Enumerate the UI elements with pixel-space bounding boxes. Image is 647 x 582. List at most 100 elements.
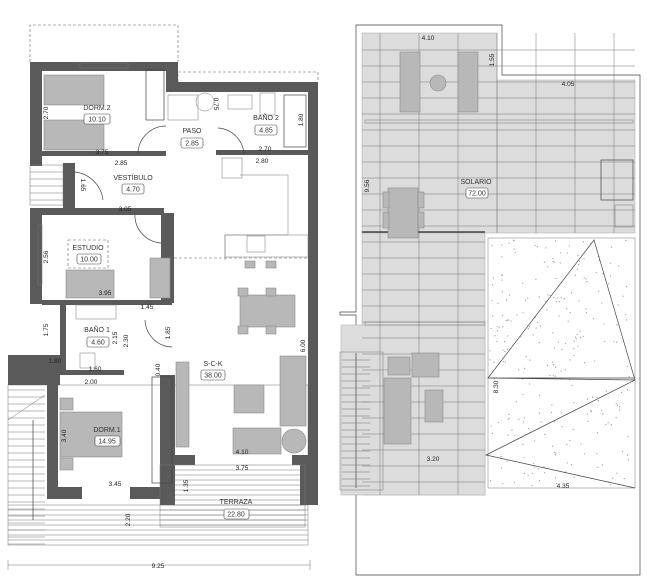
gravel-dot — [555, 452, 557, 454]
svg-text:0.40: 0.40 — [155, 363, 162, 376]
gravel-dot — [552, 445, 554, 447]
svg-text:4.05: 4.05 — [562, 81, 575, 88]
gravel-dot — [566, 308, 568, 310]
gravel-dot — [544, 433, 546, 436]
gravel-dot — [544, 300, 547, 303]
gravel-dot — [557, 341, 559, 343]
gravel-dot — [566, 443, 568, 445]
gravel-dot — [501, 256, 503, 258]
gravel-dot — [573, 354, 575, 356]
svg-text:1.55: 1.55 — [489, 53, 496, 66]
gravel-dot — [497, 302, 499, 304]
gravel-dot — [573, 340, 575, 342]
gravel-dot — [494, 335, 496, 337]
gravel-dot — [626, 365, 628, 368]
gravel-dot — [609, 275, 612, 277]
gravel-dot — [609, 484, 611, 486]
gravel-dot — [626, 285, 628, 288]
gravel-dot — [595, 271, 597, 274]
gravel-dot — [535, 278, 537, 280]
svg-text:2.85: 2.85 — [115, 160, 128, 167]
svg-text:DORM.2: DORM.2 — [83, 105, 110, 112]
gravel-dot — [553, 261, 556, 263]
svg-text:1.35: 1.35 — [183, 479, 190, 492]
gravel-dot — [625, 314, 627, 316]
svg-text:2.00: 2.00 — [85, 379, 98, 386]
svg-text:2.20: 2.20 — [125, 513, 132, 526]
gravel-dot — [527, 297, 529, 299]
gravel-dot — [569, 439, 571, 442]
gravel-dot — [616, 404, 618, 406]
svg-text:2.80: 2.80 — [256, 158, 269, 165]
gravel-dot — [616, 324, 618, 326]
gravel-dot — [492, 277, 495, 279]
gravel-dot — [567, 320, 569, 322]
gravel-dot — [537, 321, 539, 324]
gravel-dot — [615, 416, 617, 419]
gravel-dot — [578, 263, 580, 266]
gravel-dot — [622, 295, 624, 297]
gravel-dot — [619, 406, 621, 408]
gravel-dot — [616, 472, 618, 474]
gravel-dot — [586, 398, 588, 400]
svg-text:4.60: 4.60 — [91, 340, 105, 347]
gravel-dot — [552, 374, 554, 376]
gravel-dot — [552, 257, 554, 260]
gravel-dot — [506, 460, 508, 462]
gravel-dot — [500, 456, 502, 458]
svg-text:2.56: 2.56 — [43, 250, 50, 263]
gravel-dot — [490, 425, 492, 427]
gravel-dot — [521, 378, 524, 380]
gravel-dot — [566, 462, 568, 464]
gravel-dot — [566, 252, 568, 254]
gravel-dot — [505, 299, 508, 301]
gravel-dot — [564, 369, 567, 371]
svg-text:1.80: 1.80 — [298, 113, 305, 126]
dimension-labels: 2.70 3.75 0.75 1.80 2.70 2.80 2.85 1.65 … — [43, 35, 575, 570]
gravel-dot — [500, 467, 502, 469]
gravel-dot — [531, 485, 533, 487]
gravel-dot — [532, 334, 534, 336]
gravel-dot — [515, 401, 517, 403]
gravel-dot — [560, 412, 562, 414]
gravel-dot — [504, 350, 506, 353]
gravel-dot — [601, 302, 603, 304]
gravel-dot — [577, 254, 579, 257]
gravel-dot — [579, 330, 581, 332]
gravel-dot — [554, 477, 557, 479]
gravel-dot — [522, 282, 524, 284]
gravel-dot — [535, 327, 537, 329]
gravel-dot — [605, 390, 608, 392]
gravel-dot — [524, 367, 526, 369]
solarium-furniture — [382, 51, 634, 445]
solarium-stairs — [339, 351, 384, 491]
gravel-dot — [597, 466, 599, 469]
gravel-dot — [527, 474, 529, 476]
gravel-dot — [513, 240, 515, 242]
gravel-dot — [529, 359, 531, 361]
room-bano1: BAÑO 14.60 — [84, 325, 110, 348]
doors — [74, 125, 245, 348]
gravel-area — [487, 237, 636, 489]
gravel-dot — [583, 453, 586, 455]
gravel-dot — [571, 384, 573, 386]
gravel-dot — [609, 262, 611, 264]
gravel-dot — [611, 246, 613, 248]
gravel-dot — [522, 393, 524, 396]
gravel-dot — [559, 262, 561, 264]
gravel-dot — [489, 350, 491, 352]
gravel-dot — [523, 472, 525, 474]
gravel-dot — [594, 360, 596, 362]
gravel-dot — [596, 396, 598, 399]
gravel-dot — [538, 412, 540, 414]
gravel-dot — [554, 453, 556, 456]
gravel-dot — [538, 296, 540, 298]
gravel-dot — [536, 246, 538, 248]
svg-text:3.05: 3.05 — [119, 206, 132, 213]
gravel-dot — [600, 409, 603, 412]
gravel-dot — [585, 278, 587, 280]
gravel-dot — [591, 396, 594, 398]
